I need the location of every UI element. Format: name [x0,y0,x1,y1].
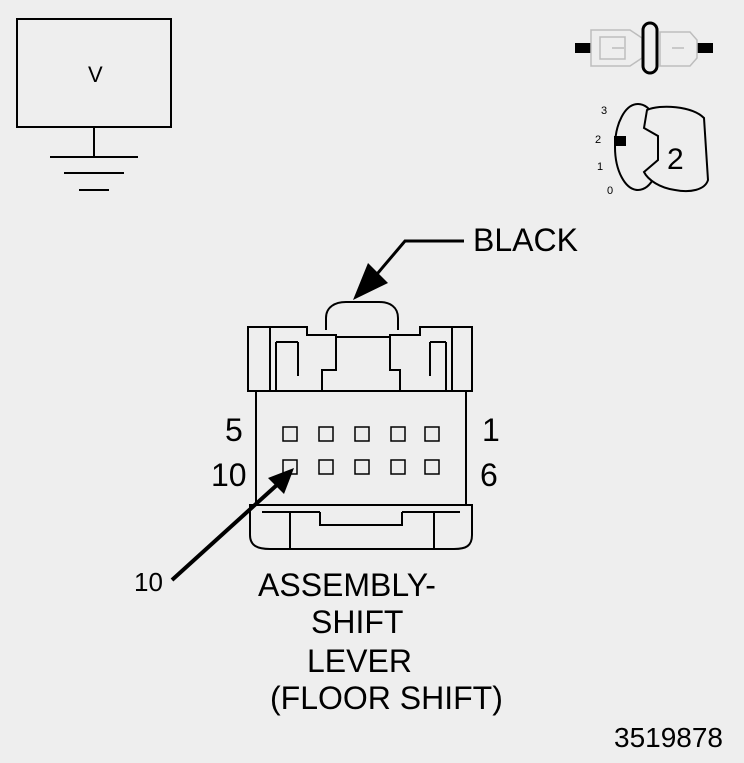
pin-cavities [282,426,440,475]
pin-cavity-4 [318,426,334,442]
connector-title-line-2: SHIFT [311,604,404,640]
pin-cavity-6 [424,459,440,475]
ignition-position-0: 0 [607,185,614,197]
connector-title-line-1: ASSEMBLY- [258,567,436,603]
pin-cavity-7 [390,459,406,475]
ignition-switch-icon [614,103,710,193]
connector-color-label: BLACK [473,222,578,258]
pin-label-10: 10 [211,457,247,493]
pin-cavity-5 [282,426,298,442]
ignition-key-position-label: 2 [667,143,684,176]
pin-cavity-8 [354,459,370,475]
ground-icon [50,128,138,191]
voltmeter-label: V [88,62,103,87]
connector-test-icon [575,21,713,75]
ignition-position-3: 3 [601,105,608,117]
ignition-position-1: 1 [597,161,604,173]
pin-label-6: 6 [480,457,498,493]
ignition-position-2: 2 [595,134,602,146]
pin-label-5: 5 [225,412,243,448]
pin-cavity-2 [390,426,406,442]
color-callout-leader [353,239,464,300]
pin-label-1: 1 [482,412,500,448]
connector-body [247,301,473,550]
connector-title-line-3: LEVER [307,643,412,679]
connector-title-line-4: (FLOOR SHIFT) [270,680,503,716]
pin-callout-label: 10 [134,567,163,597]
voltmeter-symbol [16,18,172,128]
pin-cavity-1 [424,426,440,442]
pin-cavity-3 [354,426,370,442]
figure-number: 3519878 [614,722,724,753]
pin-cavity-9 [318,459,334,475]
pin-10-arrow [170,468,294,582]
